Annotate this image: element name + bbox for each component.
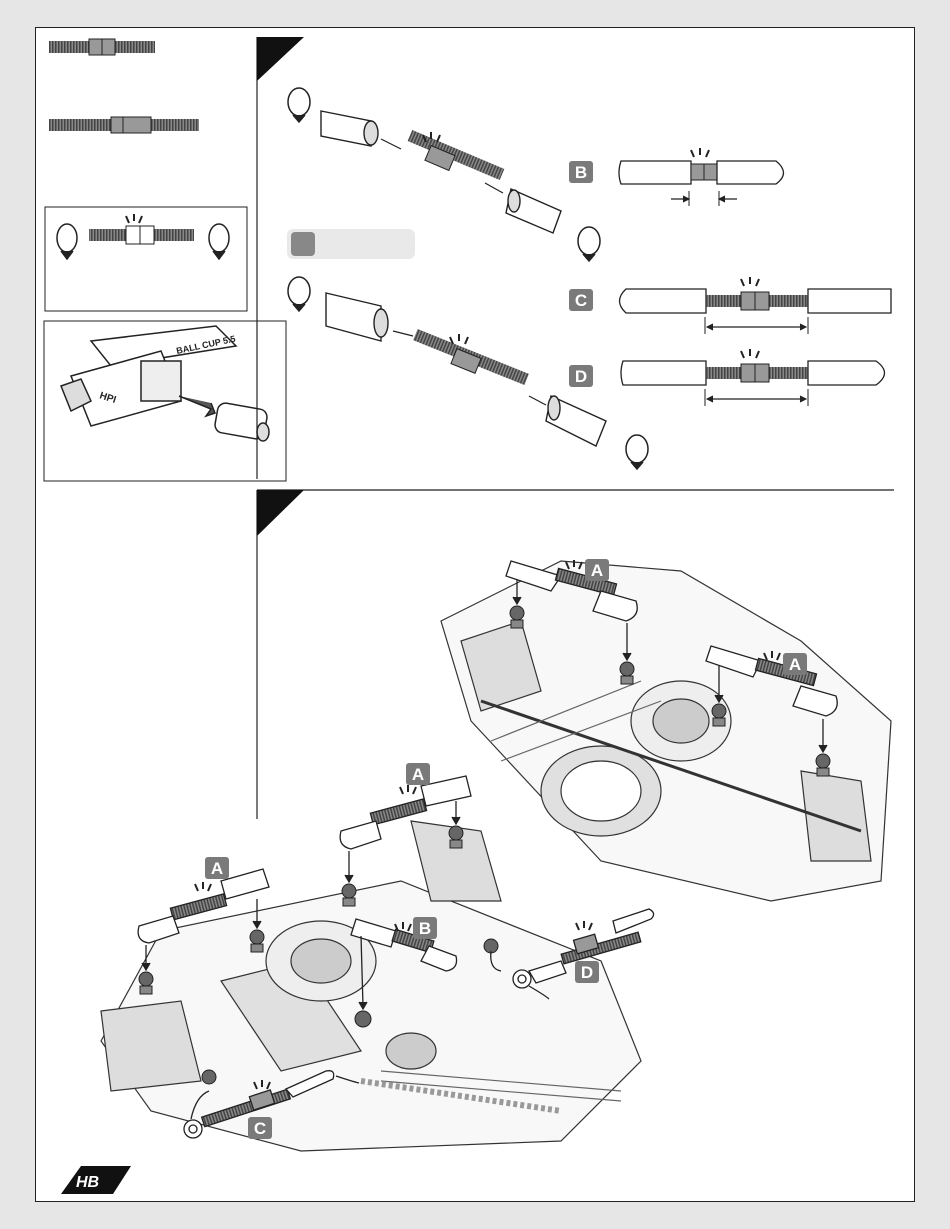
callout-a4: A [205, 857, 229, 879]
ball-cup-wrench [61, 326, 269, 441]
ball-cup-right [506, 189, 561, 233]
arrow-right [485, 183, 503, 193]
turnbuckle-adjust [89, 214, 194, 244]
step2-corner-marker [257, 490, 304, 536]
rotate-ccw-icon-2 [626, 435, 648, 469]
arrow-left [381, 139, 401, 149]
callout-c: C [248, 1117, 272, 1139]
spec-c-label: C [575, 291, 587, 310]
ball-cup-left [321, 111, 378, 146]
step-corner-marker [257, 37, 304, 81]
spec-b-label: B [575, 163, 587, 182]
manual-page: BALL CUP 5.5 HPI [35, 27, 915, 1202]
callout-a4-label: A [211, 859, 223, 878]
adjust-direction-box [45, 207, 247, 311]
turnbuckle-long-ref [49, 117, 199, 133]
callout-a2-label: A [789, 655, 801, 674]
rotate-left-icon [57, 224, 77, 259]
callout-d-label: D [581, 963, 593, 982]
arrow-left-2 [393, 331, 413, 336]
note-icon [291, 232, 315, 256]
spec-d-label: D [575, 367, 587, 386]
turnbuckle-short-ref [49, 39, 155, 55]
hb-logo: HB [61, 1166, 131, 1194]
rotate-ccw-icon [578, 227, 600, 261]
spec-d: D [569, 349, 885, 406]
callout-a3: A [406, 763, 430, 785]
callout-a2: A [783, 653, 807, 675]
rotate-right-icon [209, 224, 229, 259]
ball-cup-right-2 [546, 396, 606, 446]
spec-b: B [569, 148, 784, 206]
turnbuckle-center [408, 130, 505, 180]
callout-c-label: C [254, 1119, 266, 1138]
spec-c: C [569, 277, 891, 334]
callout-a1: A [585, 559, 609, 581]
manual-illustration: BALL CUP 5.5 HPI [36, 28, 916, 1203]
turnbuckle-long [413, 329, 529, 385]
callout-a1-label: A [591, 561, 603, 580]
callout-d: D [575, 961, 599, 983]
arrow-right-2 [529, 396, 546, 405]
callout-b-label: B [419, 919, 431, 938]
rotate-cw-icon [288, 88, 310, 122]
callout-b: B [413, 917, 437, 939]
callout-a3-label: A [412, 765, 424, 784]
hb-logo-text: HB [76, 1174, 99, 1191]
chassis-front [101, 821, 641, 1151]
ball-cup-left-2 [326, 293, 388, 341]
rotate-cw-icon-2 [288, 277, 310, 311]
